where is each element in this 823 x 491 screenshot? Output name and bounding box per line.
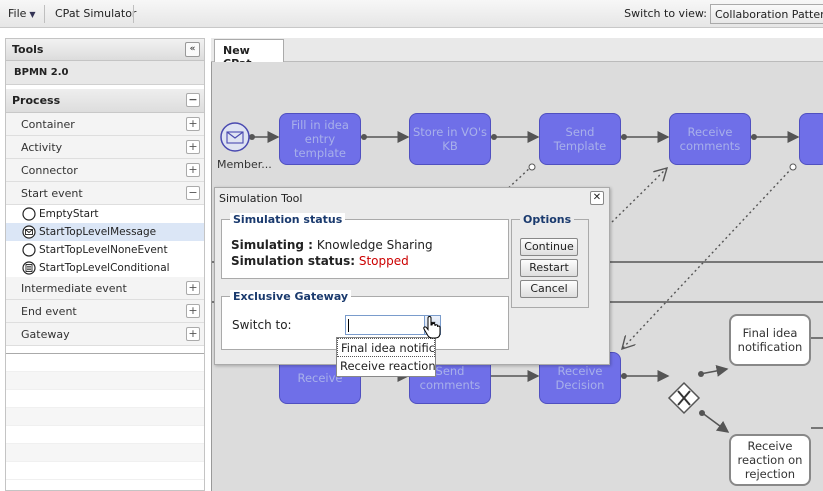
- collapse-icon[interactable]: −: [186, 186, 200, 200]
- options-group: Options Continue Restart Cancel: [511, 213, 589, 308]
- tools-panel: Tools « BPMN 2.0 Process − Container+ Ac…: [5, 38, 205, 491]
- hand-cursor-icon: [423, 316, 441, 339]
- message-icon: [22, 225, 36, 239]
- restart-button[interactable]: Restart: [520, 259, 578, 277]
- file-menu[interactable]: File▼: [8, 7, 36, 20]
- top-toolbar: File▼ CPat Simulator Switch to view: Col…: [0, 0, 823, 28]
- list-row: [6, 372, 204, 390]
- task-receive-reaction[interactable]: Receive reaction on rejection: [729, 434, 811, 486]
- dropdown-arrow-icon: ▼: [29, 10, 36, 19]
- view-select[interactable]: Collaboration Pattern: [710, 4, 823, 24]
- simulating-line: Simulating : Knowledge Sharing: [231, 238, 433, 252]
- expand-icon[interactable]: +: [186, 304, 200, 318]
- circle-icon: [22, 243, 36, 257]
- task-store-kb[interactable]: Store in VO's KB: [409, 113, 491, 165]
- message-start-event-shape: [220, 122, 250, 152]
- task-fill-idea-entry[interactable]: Fill in idea entry template: [279, 113, 361, 165]
- list-row: [6, 426, 204, 444]
- simulation-status-legend: Simulation status: [230, 213, 346, 226]
- tool-start-none-event[interactable]: StartTopLevelNoneEvent: [6, 241, 204, 259]
- switch-view-label: Switch to view:: [624, 7, 707, 20]
- list-row: [6, 408, 204, 426]
- tab-new-cpat[interactable]: New CPat: [214, 39, 284, 70]
- process-header[interactable]: Process −: [6, 89, 204, 113]
- dialog-title: Simulation Tool: [219, 192, 303, 205]
- gateway-branch-dropdown: Final idea notificat Receive reaction: [336, 337, 436, 377]
- dropdown-option-final-idea[interactable]: Final idea notificat: [337, 338, 435, 357]
- list-row: [6, 390, 204, 408]
- exclusive-gateway-legend: Exclusive Gateway: [230, 290, 352, 303]
- tools-header: Tools «: [6, 39, 204, 61]
- switch-to-label: Switch to:: [232, 318, 292, 332]
- task-receive-comments[interactable]: Receive comments: [669, 113, 751, 165]
- collapse-panel-icon[interactable]: «: [185, 42, 200, 57]
- tool-start-conditional[interactable]: StartTopLevelConditional: [6, 259, 204, 277]
- tool-empty-start[interactable]: EmptyStart: [6, 205, 204, 223]
- exclusive-gateway-group: Exclusive Gateway Switch to: ▼: [221, 290, 509, 350]
- conditional-icon: [22, 261, 36, 275]
- expand-icon[interactable]: +: [186, 117, 200, 131]
- expand-icon[interactable]: +: [186, 163, 200, 177]
- close-icon[interactable]: ✕: [590, 191, 604, 205]
- toolbar-separator: [44, 5, 45, 23]
- continue-button[interactable]: Continue: [520, 238, 578, 256]
- category-connector[interactable]: Connector+: [6, 159, 204, 182]
- circle-icon: [22, 207, 36, 221]
- cancel-button[interactable]: Cancel: [520, 280, 578, 298]
- expand-icon[interactable]: +: [186, 140, 200, 154]
- simulation-status-group: Simulation status Simulating : Knowledge…: [221, 213, 509, 279]
- list-row: [6, 444, 204, 462]
- options-legend: Options: [520, 213, 575, 226]
- toolbar-separator: [133, 5, 134, 23]
- tool-start-message[interactable]: StartTopLevelMessage: [6, 223, 204, 241]
- category-intermediate-event[interactable]: Intermediate event+: [6, 277, 204, 300]
- category-gateway[interactable]: Gateway+: [6, 323, 204, 346]
- expand-icon[interactable]: +: [186, 281, 200, 295]
- category-container[interactable]: Container+: [6, 113, 204, 136]
- simulation-tool-dialog: Simulation Tool ✕ Simulation status Simu…: [214, 187, 610, 365]
- task-send-template[interactable]: Send Template: [539, 113, 621, 165]
- member-lane-label: Member...: [217, 158, 272, 171]
- dropdown-option-receive-reaction[interactable]: Receive reaction: [340, 359, 435, 373]
- editor-tabbar: New CPat: [211, 38, 823, 70]
- properties-list: [6, 353, 204, 490]
- status-value: Stopped: [358, 254, 409, 268]
- expand-icon[interactable]: +: [186, 327, 200, 341]
- list-row: [6, 354, 204, 372]
- bpmn-section[interactable]: BPMN 2.0: [6, 61, 204, 85]
- list-row: [6, 462, 204, 480]
- category-start-event[interactable]: Start event−: [6, 182, 204, 205]
- task-final-idea-notification[interactable]: Final idea notification: [729, 314, 811, 366]
- category-activity[interactable]: Activity+: [6, 136, 204, 159]
- task-offscreen[interactable]: [799, 113, 823, 165]
- category-end-event[interactable]: End event+: [6, 300, 204, 323]
- collapse-process-icon[interactable]: −: [186, 93, 200, 107]
- app-name: CPat Simulator: [55, 7, 137, 20]
- status-line: Simulation status: Stopped: [231, 254, 409, 268]
- text-caret: [348, 319, 349, 332]
